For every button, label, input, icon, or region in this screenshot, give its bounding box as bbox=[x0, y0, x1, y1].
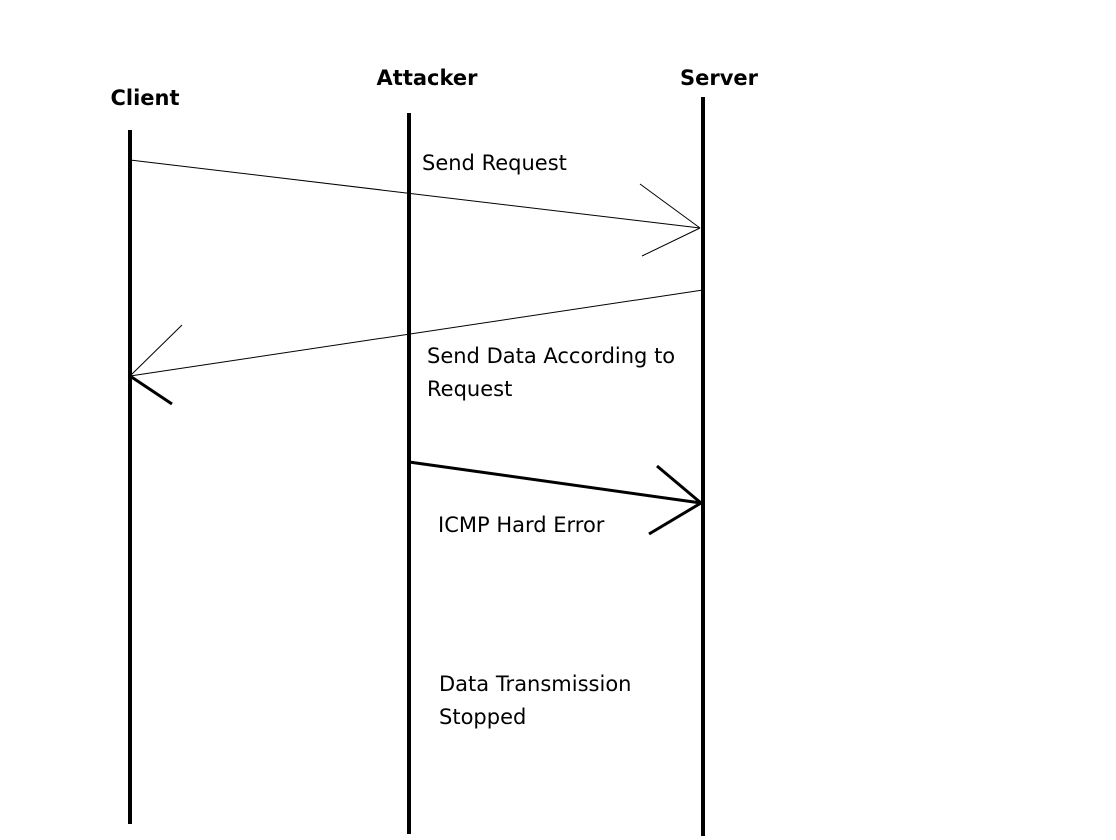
message-label-send-data-line2: Request bbox=[427, 377, 513, 401]
actor-label-attacker: Attacker bbox=[376, 66, 478, 90]
send-request-arrowhead-lower bbox=[641, 227, 701, 257]
send-request-arrowhead-upper bbox=[639, 183, 701, 229]
message-label-stopped-line1: Data Transmission bbox=[439, 672, 632, 696]
message-label-icmp-error: ICMP Hard Error bbox=[438, 513, 605, 537]
actor-label-server: Server bbox=[679, 66, 759, 90]
send-request-arrow bbox=[129, 159, 701, 257]
send-data-arrowhead-upper bbox=[129, 324, 183, 377]
message-label-send-request: Send Request bbox=[422, 151, 567, 175]
message-label-send-data-line1: Send Data According to bbox=[427, 344, 676, 368]
icmp-error-arrowhead-lower bbox=[648, 501, 702, 536]
icmp-error-arrow bbox=[408, 460, 702, 536]
send-data-arrowhead-lower bbox=[129, 374, 173, 406]
icmp-error-arrowhead-upper bbox=[656, 464, 702, 505]
send-data-arrow bbox=[129, 289, 704, 406]
message-label-stopped-line2: Stopped bbox=[439, 705, 527, 729]
actor-label-client: Client bbox=[110, 86, 180, 110]
